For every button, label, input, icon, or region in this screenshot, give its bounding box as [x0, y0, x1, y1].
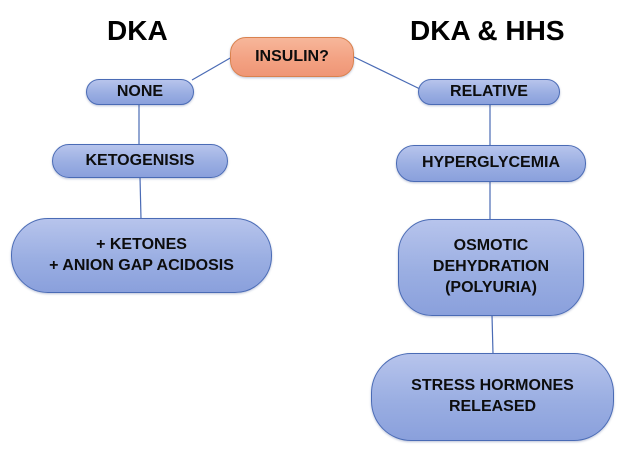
node-ketones-anion-gap: + KETONES + ANION GAP ACIDOSIS	[11, 218, 272, 293]
node-stress-hormones: STRESS HORMONES RELEASED	[371, 353, 614, 441]
heading-dka: DKA	[107, 15, 168, 46]
node-hyperglycemia: HYPERGLYCEMIA	[396, 145, 586, 182]
node-relative: RELATIVE	[418, 79, 560, 105]
connector-osmotic-to-stress	[491, 314, 494, 355]
node-ketogenisis: KETOGENISIS	[52, 144, 228, 178]
node-insulin: INSULIN?	[230, 37, 354, 77]
connector-root-to-none	[191, 56, 233, 81]
connector-root-to-relative	[353, 56, 421, 90]
node-none: NONE	[86, 79, 194, 105]
connector-ketogenisis-to-ketones	[139, 176, 142, 220]
node-osmotic-dehydration: OSMOTIC DEHYDRATION (POLYURIA)	[398, 219, 584, 316]
heading-dka-and-hhs: DKA & HHS	[410, 15, 565, 46]
